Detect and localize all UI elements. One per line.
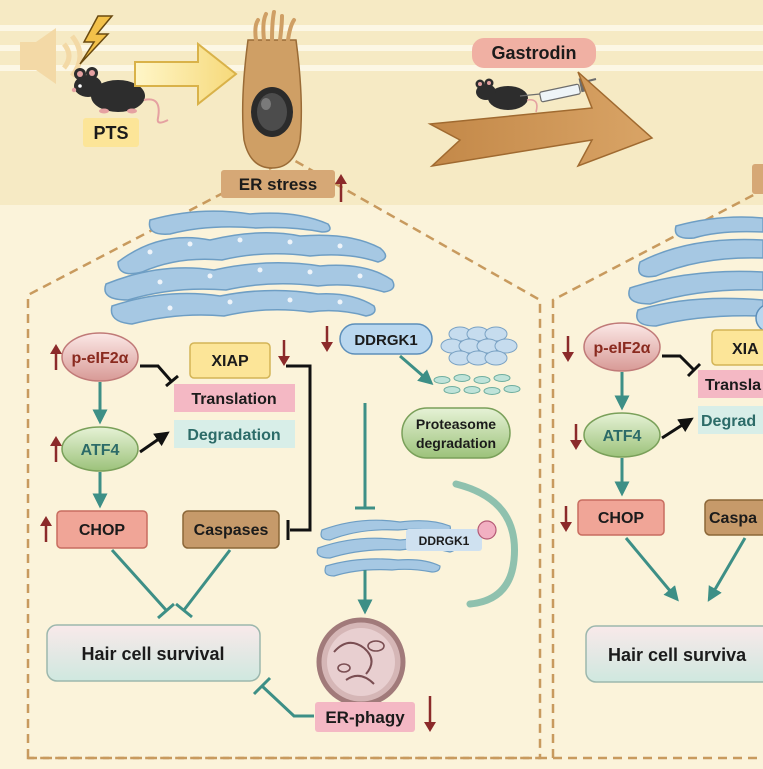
gastrodin-label-box [472,38,596,68]
hair-cell-icon [241,10,303,169]
er-phagy-box [315,702,415,732]
er-ribosome-dots [147,237,363,311]
right-p-eif2a-label: p-eIF2α [594,340,651,357]
atf4-up-arrow [50,436,62,462]
inhibit-caspases-survival [182,549,232,611]
translation-label: Translation [191,391,276,408]
proteasome-line1-label: Proteasome [416,416,496,432]
ddrgk1-membrane-dot [477,520,497,540]
ddrgk1-membrane-label: DDRGK1 [419,534,470,548]
translation-box [174,384,295,412]
arrow-ddrgk1-to-proteasome [399,354,434,385]
peptide-fragments-icon [433,374,521,395]
right-hair-cell-survival-label: Hair cell surviva [608,645,747,665]
degradation-label: Degradation [187,427,280,444]
er-stress-label: ER stress [239,175,317,194]
right-caspases-node [704,499,763,536]
autophagosome-icon [316,617,406,707]
ddrgk1-down-arrow [321,326,333,352]
right-atf4-label: ATF4 [603,428,642,445]
right-arrow-atf4-to-degradation [661,417,694,440]
ddrgk1-label: DDRGK1 [354,332,417,349]
right-arrow-chop-survival [624,537,679,602]
er-phagy-down-arrow [424,696,436,732]
right-degradation-label: Degrad [701,413,756,430]
right-arrow-caspases-survival [707,537,747,602]
right-p-eif2a-down-arrow [562,336,574,362]
proteasome-degradation-node [401,407,511,459]
hair-cell-survival-label: Hair cell survival [81,644,224,664]
right-chop-label: CHOP [598,510,645,527]
p-eif2a-node [61,332,139,382]
right-xiap-node [711,329,763,366]
noise-arrow [134,41,238,107]
inhibit-erphagy-survival-bar [252,676,272,696]
treated-mouse-icon [475,78,538,113]
er-structure-icon [104,210,395,325]
right-er-structure-icon [628,216,763,327]
right-p-eif2a-node [583,322,661,372]
inhibit-chop-survival-bar [157,602,175,620]
background-stripes [0,25,763,71]
right-atf4-node [583,412,661,458]
right-inhibit-peif2a-translation-bar [686,362,702,378]
right-ddrgk1-partial [755,305,763,331]
right-er-stress-label-box [752,164,763,194]
caspases-label: Caspases [194,522,269,539]
hair-cell-survival-node [46,624,261,682]
inhibit-chop-survival [110,548,168,612]
pts-label-box [83,118,139,147]
treatment-arrow [427,71,654,168]
er-stress-up-arrow [335,174,347,202]
inhibit-peif2a-translation [140,364,174,383]
proteasome-icon [440,326,518,366]
right-translation-label: Transla [705,377,761,394]
caspases-node [182,510,280,549]
inhibit-erphagy-survival [260,684,314,718]
ddrgk1-node [339,323,433,355]
arrow-atf4-to-degradation [139,431,170,454]
proteasome-line2-label: degradation [416,435,496,451]
left-panel-border [26,156,542,760]
er-stress-label-box [221,170,335,198]
er-phagy-label: ER-phagy [325,708,405,727]
atf4-node [61,426,139,472]
inhibit-peif2a-translation-bar [165,374,179,388]
chop-node [56,510,148,549]
right-xiap-label: XIA [732,341,759,358]
chop-up-arrow [40,516,52,542]
right-inhibit-peif2a-translation [662,354,696,372]
pts-label: PTS [93,123,128,143]
xiap-node [189,342,271,379]
atf4-label: ATF4 [81,442,120,459]
right-hair-cell-survival-node [585,625,763,683]
lightning-icon [79,15,114,65]
right-chop-down-arrow [560,506,572,532]
mouse-icon [71,67,169,124]
right-translation-box [698,370,763,398]
right-chop-node [577,499,665,536]
inhibit-xiap-caspases [286,364,312,532]
degradation-box [174,420,295,448]
xiap-label: XIAP [211,353,249,370]
p-eif2a-label: p-eIF2α [72,350,129,367]
right-atf4-down-arrow [570,424,582,450]
chop-label: CHOP [79,522,126,539]
phagophore-membrane [452,480,519,608]
inhibit-caspases-survival-bar [175,602,193,619]
ddrgk1-membrane-box [406,529,482,551]
right-caspases-label: Caspa [709,510,757,527]
right-degradation-box [698,406,763,434]
gastrodin-label: Gastrodin [491,43,576,63]
xiap-down-arrow [278,340,290,366]
p-eif2a-up-arrow [50,344,62,370]
